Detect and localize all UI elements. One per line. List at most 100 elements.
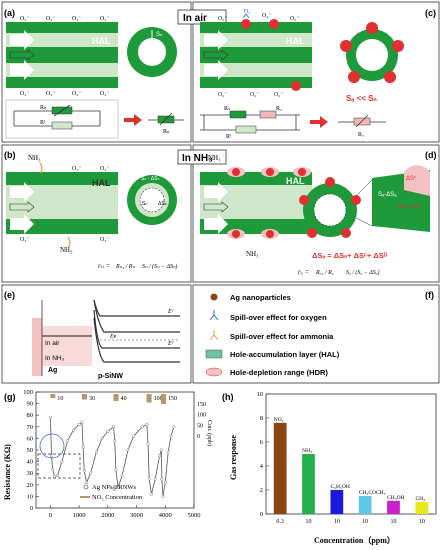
sn-minus-dsn-label: Sₙ - ΔSₙ	[141, 176, 159, 182]
carrier-arrow-icon	[204, 30, 228, 50]
data-point	[145, 422, 149, 426]
panel-e: (e) Eᶜ Eᴘ Eᵛ In air In NH₃ Ag p-SiNW	[1, 284, 192, 384]
data-point	[146, 442, 150, 446]
panel-label-c: (c)	[425, 8, 436, 18]
spillover-ammonia-icon	[67, 236, 71, 248]
nh3-label: NH₃	[60, 246, 73, 254]
ef-label: Eᴘ	[109, 334, 117, 340]
panel-c: In air (c) HAL O₂ O₂⁻ O₂⁻ O₂⁻ O₂⁻ O₂⁻ O₂…	[177, 1, 440, 143]
no2-pulse	[50, 394, 56, 398]
hal-label: HAL	[92, 36, 111, 46]
data-point	[161, 494, 165, 498]
spillover-oxygen-icon	[209, 310, 219, 321]
ag-nanoparticle-icon	[351, 195, 361, 205]
ag-nanoparticle-icon	[340, 40, 352, 52]
spillover-ammonia-icon	[39, 162, 43, 174]
ag-nanoparticle-icon	[392, 40, 404, 52]
zoom-circle	[39, 433, 65, 459]
data-point	[149, 492, 153, 496]
panel-label-g: (g)	[4, 392, 16, 402]
legend-hdr: Hole-depletion range (HDR)	[230, 368, 328, 377]
data-point	[120, 474, 124, 478]
o2-minus-label: O₂⁻	[100, 237, 110, 243]
o2-minus-label: O₂⁻	[20, 237, 30, 243]
o2-minus-label: O₂⁻	[72, 91, 82, 97]
pulse-label: 10	[57, 396, 63, 402]
y-tick-label: 50	[27, 447, 34, 454]
ag-nanoparticle-icon	[307, 228, 317, 238]
x-tick-label: 5000	[188, 512, 201, 519]
y-tick-label: 90	[27, 401, 34, 408]
data-point	[85, 480, 89, 484]
data-point	[114, 468, 118, 472]
data-point	[66, 439, 70, 443]
formula-ra-lhs: rₐ =	[298, 268, 310, 276]
data-point	[106, 429, 110, 433]
data-point	[163, 480, 167, 484]
ag-nanoparticle-icon	[341, 228, 351, 238]
o2-minus-label: O₂⁻	[46, 91, 56, 97]
x-tick-label: 10	[306, 519, 312, 525]
panel-label-a: (a)	[4, 8, 15, 18]
y-tick-label: 10	[27, 493, 34, 500]
y-tick-label: 20	[27, 482, 34, 489]
in-air-label: In air	[45, 340, 60, 347]
formula-rn-lhs: rₙ =	[98, 262, 110, 270]
hal-swatch-icon	[205, 349, 223, 359]
data-point	[116, 485, 120, 489]
y2-tick-label: 100	[197, 413, 206, 419]
x-tick-label: 0.3	[276, 519, 284, 525]
bar	[415, 502, 429, 514]
formula-rn-ratio: Rₙ₃ / Rₙ	[115, 264, 135, 270]
carrier-arrow-icon	[203, 201, 229, 213]
data-point	[80, 420, 84, 424]
data-point	[71, 428, 75, 432]
panel-f-legend: (f) Ag nanoparticles Spill-over effect f…	[192, 284, 440, 384]
carrier-arrow-icon	[10, 182, 34, 202]
rh-label: Rₕ	[40, 105, 47, 111]
data-point	[160, 477, 164, 481]
bar-gas-label: NH₃	[302, 448, 312, 454]
panel-a: (a) HAL O₂⁻ O₂⁻ O₂⁻ O₂⁻ O₂⁻ O₂⁻ O₂⁻ O₂⁻ …	[1, 1, 192, 143]
data-point	[147, 477, 151, 481]
ag-nanoparticle-icon	[299, 195, 309, 205]
y-tick-label: 8	[260, 415, 263, 422]
data-point	[126, 448, 130, 452]
chart-h-xlabel: Concentration（ppm）	[314, 535, 395, 545]
hal-label: HAL	[286, 36, 305, 46]
formula-rn-area: Sₙ / (Sₙ − ΔSₙ)	[142, 263, 177, 270]
bar	[330, 490, 344, 514]
y-tick-label: 40	[27, 459, 34, 466]
o2-minus-label: O₂⁻	[72, 16, 82, 22]
nh3-label: NH₃	[208, 154, 221, 162]
nh3-label: NH₃	[28, 154, 41, 162]
o2-minus-label: O₂⁻	[20, 16, 30, 22]
data-point	[132, 434, 136, 438]
data-point	[51, 468, 55, 472]
ag-nanoparticle-icon	[291, 81, 301, 91]
ra-label: Rₐ	[276, 106, 282, 112]
x-tick-label: 1000	[73, 512, 86, 519]
panel-label-h: (h)	[222, 392, 234, 402]
o2-minus-label: O₂⁻	[72, 166, 82, 172]
pulse-label: 100	[154, 396, 163, 402]
carrier-arrow-icon	[204, 182, 228, 202]
red-arrow-icon	[124, 114, 142, 126]
o2-label: O₂	[244, 9, 250, 15]
ra-label: Rₐ	[358, 132, 364, 138]
y-tick-label: 30	[27, 470, 34, 477]
data-point	[159, 448, 163, 452]
data-point	[158, 454, 162, 458]
no2-pulse	[113, 394, 119, 401]
carrier-arrow-icon	[9, 49, 35, 61]
hdr-swatch-icon	[205, 367, 223, 377]
no2-pulse	[81, 394, 87, 400]
data-point	[56, 474, 60, 478]
carrier-arrow-icon	[204, 60, 228, 80]
sinw-label: p-SiNW	[98, 373, 123, 380]
ag-nanoparticle-icon	[241, 19, 251, 29]
spillover-ammonia-icon	[209, 330, 219, 341]
panel-b: (b) HAL NH₃ NH₃ O₂⁻ O₂⁻ O₂⁻ O₂⁻ Sₙ - ΔSₙ…	[1, 144, 192, 283]
